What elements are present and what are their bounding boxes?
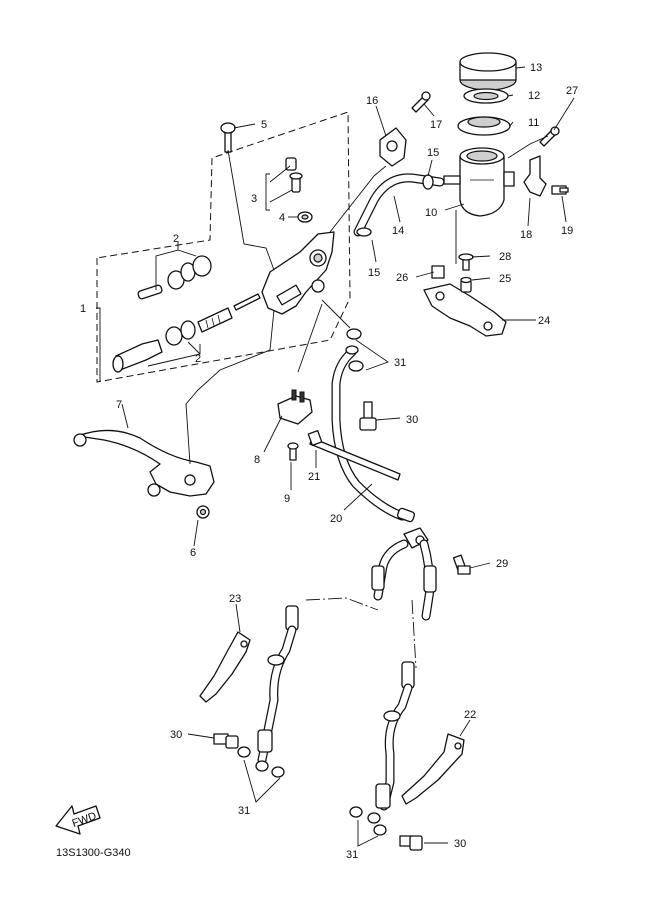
lever-nut bbox=[196, 505, 210, 519]
reservoir-screw bbox=[539, 126, 560, 147]
callout-2-lower: 2 bbox=[195, 353, 201, 365]
callout-15-lower: 15 bbox=[368, 267, 380, 279]
callout-5: 5 bbox=[261, 119, 267, 131]
callout-17: 17 bbox=[430, 119, 442, 131]
callout-9: 9 bbox=[284, 493, 290, 505]
reservoir-diaphragm-plate bbox=[463, 88, 509, 104]
callout-12: 12 bbox=[528, 90, 540, 102]
callout-19: 19 bbox=[561, 225, 573, 237]
callout-30-top: 30 bbox=[406, 414, 418, 426]
hose-guide-right bbox=[401, 733, 465, 805]
cable-tie bbox=[307, 430, 401, 481]
callout-8: 8 bbox=[254, 454, 260, 466]
brake-lever bbox=[73, 429, 215, 497]
fwd-arrow-icon: FWD bbox=[55, 805, 101, 835]
callout-14: 14 bbox=[392, 225, 404, 237]
switch-screw bbox=[287, 442, 299, 461]
callout-21: 21 bbox=[308, 471, 320, 483]
reservoir-cap bbox=[459, 52, 517, 91]
callout-15-upper: 15 bbox=[427, 147, 439, 159]
master-cylinder-holder bbox=[379, 127, 407, 167]
leader-lines bbox=[96, 66, 575, 847]
callout-30-left: 30 bbox=[170, 729, 182, 741]
callout-3: 3 bbox=[251, 193, 257, 205]
brake-hose-2-right bbox=[375, 539, 437, 811]
callout-18: 18 bbox=[520, 229, 532, 241]
washers-left bbox=[237, 746, 285, 778]
callout-labels: 1 2 2 3 4 5 6 7 8 9 10 11 12 13 14 15 15… bbox=[80, 62, 578, 861]
callout-13: 13 bbox=[530, 62, 542, 74]
washer bbox=[297, 211, 313, 223]
callout-10: 10 bbox=[425, 207, 437, 219]
union-bolt-top bbox=[359, 401, 377, 431]
reservoir-hose bbox=[353, 173, 445, 237]
washers-right bbox=[349, 806, 387, 836]
bracket-screw bbox=[458, 253, 474, 271]
callout-26: 26 bbox=[396, 272, 408, 284]
bracket-nut bbox=[431, 265, 445, 279]
brake-hose-1 bbox=[331, 347, 416, 523]
callout-22: 22 bbox=[464, 709, 476, 721]
union-bolt-right bbox=[399, 835, 423, 851]
callout-16: 16 bbox=[366, 95, 378, 107]
master-cylinder-body bbox=[261, 231, 335, 315]
union-bolt-left bbox=[213, 733, 239, 749]
callout-6: 6 bbox=[190, 547, 196, 559]
callout-11: 11 bbox=[528, 117, 539, 129]
callout-28: 28 bbox=[499, 251, 511, 263]
hose-clamp-lower bbox=[356, 227, 372, 237]
reservoir-bracket bbox=[423, 283, 507, 337]
callout-1: 1 bbox=[80, 303, 86, 315]
hose-guide-left bbox=[199, 631, 251, 703]
hose-clamp-upper bbox=[422, 174, 434, 190]
callout-2-upper: 2 bbox=[173, 233, 179, 245]
piston-kit-upper bbox=[137, 255, 212, 300]
holder-bolt bbox=[411, 91, 431, 113]
callout-30-right: 30 bbox=[454, 838, 466, 850]
brake-hose-2-left bbox=[257, 539, 409, 765]
callout-29: 29 bbox=[496, 558, 508, 570]
callout-4: 4 bbox=[279, 212, 285, 224]
assembly-outline bbox=[96, 111, 351, 383]
reservoir-hose-bracket bbox=[523, 155, 547, 197]
bleed-screw-set bbox=[285, 157, 303, 193]
joint-bolt bbox=[452, 554, 471, 575]
callout-31-right: 31 bbox=[346, 849, 358, 861]
reservoir-tank bbox=[443, 147, 515, 217]
diagram-code: 13S1300-G340 bbox=[56, 847, 131, 859]
callout-24: 24 bbox=[538, 315, 550, 327]
bracket-bolt bbox=[551, 185, 569, 195]
callout-27: 27 bbox=[566, 85, 578, 97]
callout-25: 25 bbox=[499, 273, 511, 285]
piston-kit-lower bbox=[112, 293, 261, 373]
callout-31-top: 31 bbox=[394, 357, 406, 369]
callout-31-left: 31 bbox=[238, 805, 250, 817]
callout-23: 23 bbox=[229, 593, 241, 605]
lever-pivot-bolt bbox=[220, 122, 236, 153]
reservoir-diaphragm bbox=[457, 116, 511, 136]
bracket-spacer bbox=[460, 276, 472, 293]
brake-switch bbox=[277, 389, 313, 425]
callout-7: 7 bbox=[116, 399, 122, 411]
hose-fitting-washers-top bbox=[345, 328, 364, 372]
callout-20: 20 bbox=[330, 513, 342, 525]
